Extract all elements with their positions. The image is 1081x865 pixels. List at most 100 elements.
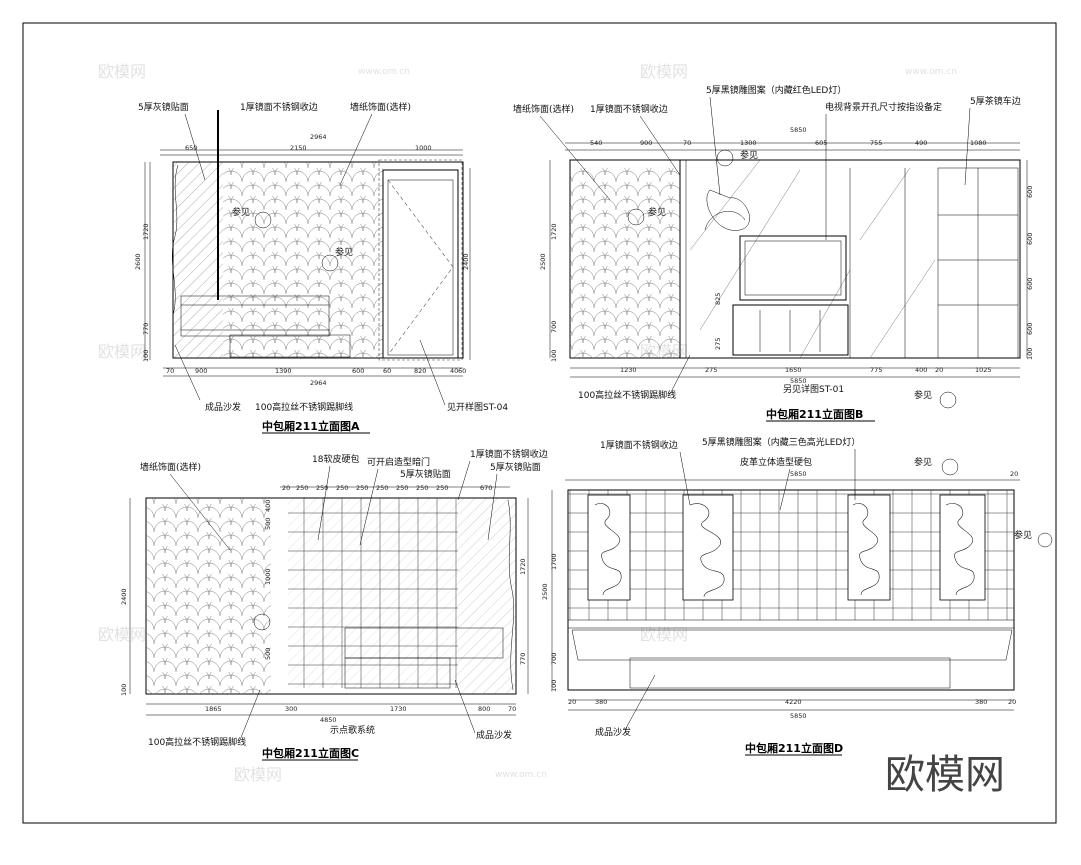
- label-b-wallpaper: 墙纸饰面(选样): [513, 103, 574, 115]
- label-d-see: 参见: [914, 456, 932, 468]
- label-a-sofa: 成品沙发: [205, 401, 241, 413]
- watermark-brand: 欧模网: [98, 342, 146, 361]
- dim-a-left: 2600: [134, 253, 142, 270]
- label-b-black-mirror: 5厚黑镜雕图案（内藏红色LED灯）: [706, 84, 846, 96]
- dim-a-bottom: 70: [166, 367, 174, 375]
- dim-d-bottom: 20: [568, 698, 576, 706]
- label-c-gray-mirror: 5厚灰镜贴面: [400, 468, 451, 480]
- dim-b-bottom: 400: [915, 366, 927, 374]
- dim-b-bottom: 20: [935, 366, 943, 374]
- dim-b-left: 2500: [539, 253, 547, 270]
- dim-d-bottom: 20: [1008, 698, 1016, 706]
- dim-a-right: 2400: [462, 253, 470, 270]
- elevation-c-title: 中包厢211立面图C: [262, 746, 359, 760]
- elevation-a-title: 中包厢211立面图A: [262, 419, 360, 433]
- dim-b-right: 600: [1026, 233, 1034, 245]
- dim-d-left: 100: [550, 680, 558, 692]
- dim-d-top: 20: [1010, 470, 1018, 478]
- dim-a-bottom: 1390: [275, 367, 292, 375]
- watermark-logo: 欧模网: [885, 752, 1005, 798]
- label-c-sofa: 成品沙发: [476, 729, 512, 741]
- dim-b-top: 490: [915, 139, 927, 147]
- dim-b-left: 700: [550, 321, 558, 333]
- label-d-leather: 皮革立体造型硬包: [740, 456, 812, 468]
- dim-a-left: 1720: [142, 223, 150, 240]
- dim-b-right: 100: [1026, 348, 1034, 360]
- watermark-brand: 欧模网: [98, 62, 146, 81]
- dim-b-right: 600: [1026, 186, 1034, 198]
- sheet-border: [22, 22, 1057, 824]
- dim-b-right: 600: [1026, 278, 1034, 290]
- watermark-brand: 欧模网: [98, 625, 146, 644]
- dim-c-left: 500: [264, 518, 272, 530]
- dim-c-bottom: 70: [508, 705, 516, 713]
- label-a-mirror: 5厚灰镜贴面: [138, 101, 189, 113]
- dim-b-right: 600: [1026, 323, 1034, 335]
- dim-b-top: 540: [590, 139, 602, 147]
- elevation-b: 5850 540 900 70 1300 605 755 490 1080 58…: [513, 84, 1034, 422]
- label-b-steel-edge: 1厚镜面不锈钢收边: [590, 103, 668, 115]
- dim-c-bottom: 1865: [205, 705, 222, 713]
- label-b-see: 参见: [648, 206, 666, 218]
- elevation-c: 20 250 250 250 250 250 250 250 250 670 4…: [120, 448, 548, 761]
- dim-b-bottom: 275: [705, 366, 717, 374]
- dim-b-top: 1080: [970, 139, 987, 147]
- dim-b-top: 605: [815, 139, 827, 147]
- label-c-door: 可开启造型暗门: [367, 456, 430, 468]
- label-a-skirting: 100高拉丝不锈钢踢脚线: [255, 401, 353, 413]
- dim-a-bottom: 60: [383, 367, 391, 375]
- watermark-brand: 欧模网: [234, 765, 282, 784]
- label-b-tea-mirror: 5厚茶镜车边: [970, 95, 1021, 107]
- dim-a-bottom-total: 2964: [310, 379, 327, 387]
- dim-d-bottom: 4220: [785, 698, 802, 706]
- dim-b-bottom: 775: [870, 366, 882, 374]
- dim-a-top: 2150: [290, 144, 307, 152]
- label-d-sofa: 成品沙发: [595, 726, 631, 738]
- dim-c-top: 670: [480, 484, 492, 492]
- dim-a-bottom: 600: [352, 367, 364, 375]
- label-b-see: 参见: [914, 389, 932, 401]
- dim-b-top: 900: [640, 139, 652, 147]
- dim-d-bottom: 380: [595, 698, 607, 706]
- elevation-d: 5850 20 5850 20 380 4220 380 20 2500 170…: [541, 436, 1053, 756]
- dim-b-mid: 825: [714, 293, 722, 305]
- dim-c-top: 250: [396, 484, 408, 492]
- dim-c-top: 250: [416, 484, 428, 492]
- dim-d-left: 2500: [541, 583, 549, 600]
- label-b-see: 参见: [740, 149, 758, 161]
- watermark-brand: 欧模网: [640, 62, 688, 81]
- label-c-wallpaper: 墙纸饰面(选样): [140, 461, 201, 473]
- label-c-leather: 18软皮硬包: [312, 453, 359, 465]
- label-c-steel-edge: 1厚镜面不锈钢收边: [470, 448, 548, 460]
- dim-d-bottom: 380: [975, 698, 987, 706]
- dim-c-left: 500: [264, 648, 272, 660]
- dim-c-left: 100: [120, 684, 128, 696]
- dim-c-right: 770: [519, 653, 527, 665]
- label-d-steel-edge: 1厚镜面不锈钢收边: [600, 439, 678, 451]
- dim-c-bottom: 800: [478, 705, 490, 713]
- dim-a-bottom: 820: [414, 367, 426, 375]
- dim-c-left: 2400: [120, 588, 128, 605]
- dim-a-top: 650: [185, 144, 197, 152]
- dim-c-bottom: 300: [285, 705, 297, 713]
- label-c-gray-mirror-2: 5厚灰镜贴面: [490, 461, 541, 473]
- label-a-see: 参见: [335, 246, 353, 258]
- watermark-url: www.om.cn: [495, 770, 547, 780]
- label-c-sound: 示点歌系统: [330, 724, 375, 736]
- elevation-a: 2964 650 2150 1000 2964 70 900 1390 600 …: [134, 101, 508, 434]
- dim-b-bottom: 1025: [975, 366, 992, 374]
- dim-c-top: 20: [282, 484, 290, 492]
- elevation-b-title: 中包厢211立面图B: [766, 407, 863, 421]
- dim-b-bottom: 1230: [620, 366, 637, 374]
- dim-c-left: 400: [264, 500, 272, 512]
- dim-c-right: 1720: [519, 558, 527, 575]
- dim-c-top: 250: [296, 484, 308, 492]
- dim-d-top-total: 5850: [790, 470, 807, 478]
- label-a-wallpaper: 墙纸饰面(选样): [350, 101, 411, 113]
- dim-c-top: 250: [316, 484, 328, 492]
- watermark-url: www.om.cn: [358, 67, 410, 77]
- label-c-skirting: 100高拉丝不锈钢踢脚线: [148, 736, 246, 748]
- dim-a-top-total: 2964: [310, 133, 327, 141]
- dim-a-bottom: 40: [450, 367, 458, 375]
